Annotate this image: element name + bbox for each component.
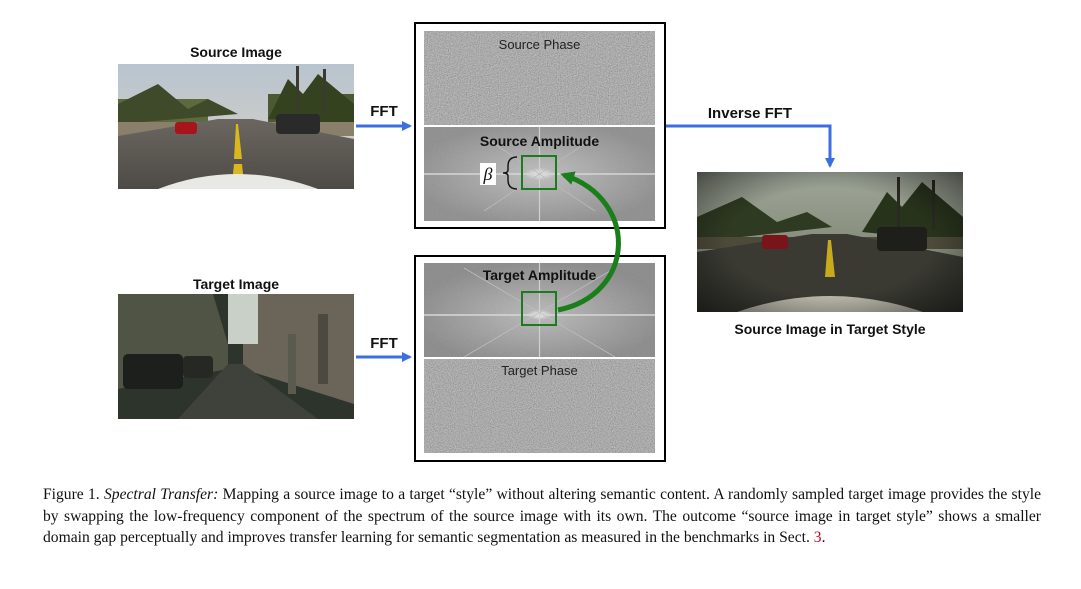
result-image-label: Source Image in Target Style bbox=[734, 321, 926, 337]
source-phase-image: Source Phase bbox=[424, 31, 655, 125]
inverse-fft-label: Inverse FFT bbox=[707, 105, 793, 122]
caption-title: Spectral Transfer: bbox=[104, 486, 219, 503]
source-phase-label: Source Phase bbox=[498, 37, 581, 52]
result-image bbox=[697, 172, 963, 312]
target-image bbox=[118, 294, 354, 419]
target-amplitude-label: Target Amplitude bbox=[482, 267, 597, 283]
fft-label-top: FFT bbox=[370, 103, 398, 120]
target-image-label: Target Image bbox=[192, 276, 280, 292]
source-image bbox=[118, 64, 354, 189]
source-image-label: Source Image bbox=[190, 44, 282, 60]
caption-section-ref[interactable]: 3 bbox=[813, 529, 822, 546]
figure-caption: Figure 1. Spectral Transfer: Mapping a s… bbox=[43, 484, 1041, 549]
caption-text: Mapping a source image to a target “styl… bbox=[43, 486, 1041, 546]
caption-end: . bbox=[821, 529, 826, 546]
source-amplitude-label: Source Amplitude bbox=[479, 133, 600, 149]
target-phase-label: Target Phase bbox=[501, 363, 578, 378]
target-amplitude-image: Target Amplitude bbox=[424, 263, 655, 357]
source-amplitude-image: Source Amplitude bbox=[424, 127, 655, 221]
inverse-fft-arrow bbox=[666, 124, 835, 168]
fft-label-bottom: FFT bbox=[370, 335, 398, 352]
target-phase-image: Target Phase bbox=[424, 359, 655, 453]
beta-label: β bbox=[480, 163, 496, 185]
caption-figure-number: Figure 1. bbox=[43, 486, 100, 503]
